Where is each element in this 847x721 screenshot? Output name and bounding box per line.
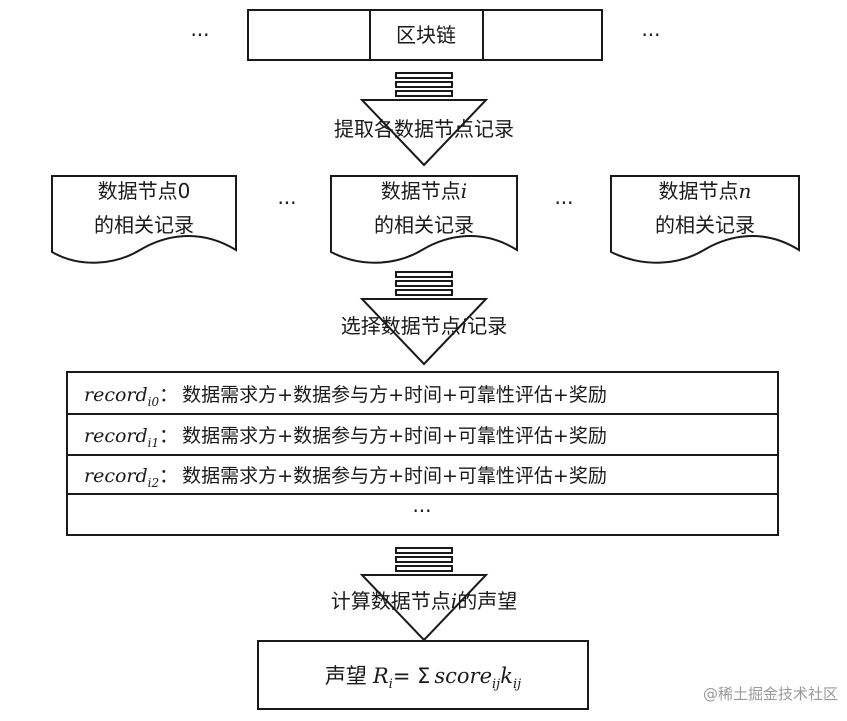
blockchain-bar: 区块链 (247, 9, 603, 61)
node-0-subtitle: 的相关记录 (94, 213, 194, 237)
node-n-title: 数据节点n (659, 179, 752, 203)
result-frame (257, 640, 589, 710)
step-compute-label: 计算数据节点i的声望 (331, 589, 517, 613)
blockchain-outer-box (247, 9, 603, 61)
records-table: recordi0：数据需求方+数据参与方+时间+可靠性评估+奖励 recordi… (66, 371, 779, 536)
node-record-doc-n: 数据节点n 的相关记录 (610, 175, 800, 264)
watermark: @稀土掘金技术社区 (703, 685, 838, 703)
node-n-subtitle: 的相关记录 (655, 213, 755, 237)
blockchain-left-ellipsis: ··· (190, 23, 209, 47)
step-extract-label: 提取各数据节点记录 (334, 117, 514, 141)
node-record-doc-i: 数据节点i 的相关记录 (330, 175, 518, 264)
node-0-title: 数据节点0 (98, 179, 191, 203)
nodes-left-ellipsis: ··· (277, 191, 296, 215)
step-select-label: 选择数据节点i记录 (341, 314, 507, 338)
blockchain-label: 区块链 (396, 23, 456, 47)
node-i-title: 数据节点i (381, 179, 467, 203)
record-row: recordi0：数据需求方+数据参与方+时间+可靠性评估+奖励 (84, 384, 607, 409)
record-row: recordi1：数据需求方+数据参与方+时间+可靠性评估+奖励 (84, 425, 607, 450)
nodes-right-ellipsis: ··· (554, 191, 573, 215)
records-table-frame (66, 371, 779, 536)
blockchain-right-ellipsis: ··· (641, 23, 660, 47)
record-row: recordi2：数据需求方+数据参与方+时间+可靠性评估+奖励 (84, 465, 607, 490)
records-ellipsis: ··· (412, 499, 431, 523)
node-record-doc-0: 数据节点0 的相关记录 (51, 175, 237, 264)
node-i-subtitle: 的相关记录 (374, 213, 474, 237)
